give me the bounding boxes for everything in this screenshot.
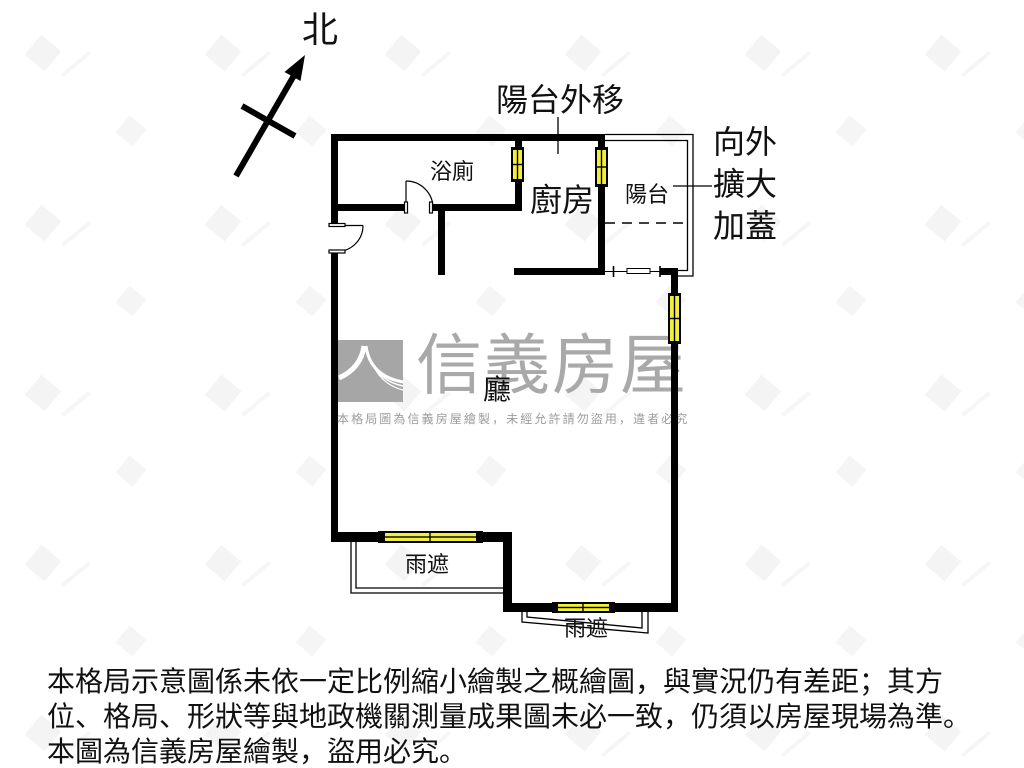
wall-kitchen-bottom — [514, 268, 605, 275]
wall-balcony-door-right — [660, 268, 678, 275]
wall-interior-stub — [438, 204, 445, 275]
brand-logo-icon — [337, 340, 403, 402]
compass-arrow-icon — [233, 55, 305, 178]
balcony-outline — [605, 133, 694, 277]
wall-step — [503, 532, 512, 612]
window-living-right — [668, 293, 681, 344]
canopy-right-outline — [521, 612, 649, 634]
window-living-bottom-right — [552, 602, 615, 613]
entry-door — [328, 222, 364, 254]
wall-bathroom-bottom-right — [431, 204, 522, 211]
leader-lines — [557, 117, 712, 187]
balcony-sliding-door — [605, 266, 661, 277]
wall-left-lower — [331, 251, 338, 542]
compass-crossbar — [240, 103, 297, 139]
window-kitchen — [595, 147, 608, 187]
window-bathroom — [511, 147, 524, 182]
watermark-notice-text: 本格局圖為信義房屋繪製，未經允許請勿盜用，違者必究 — [337, 412, 690, 426]
window-living-bottom-left — [378, 531, 483, 543]
wall-right — [671, 268, 678, 612]
wall-left-upper — [331, 134, 338, 225]
wall-top — [331, 134, 605, 141]
watermark-brand-text: 信義房屋 — [416, 327, 688, 404]
canopy-left-outline — [350, 542, 503, 594]
bathroom-door — [403, 180, 434, 214]
wall-kitchen-balcony — [598, 134, 605, 275]
wall-bathroom-bottom-left — [331, 204, 406, 211]
